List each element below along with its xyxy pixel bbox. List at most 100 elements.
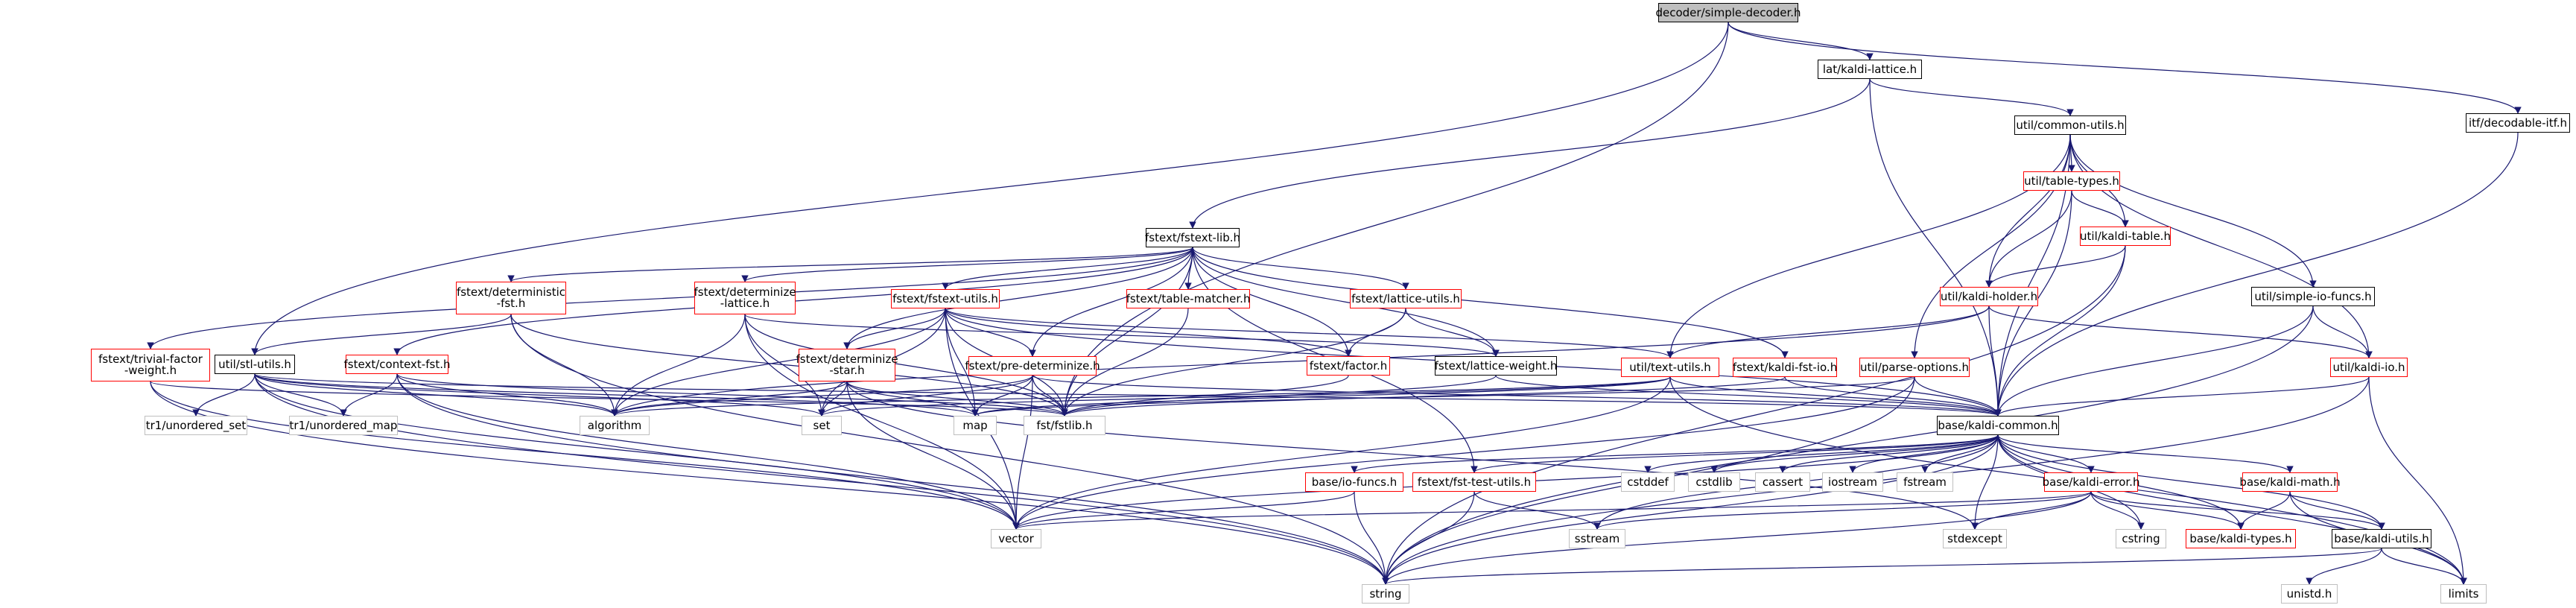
node-unistd[interactable]: unistd.h bbox=[2281, 584, 2338, 604]
node-fst-test-utils[interactable]: fstext/fst-test-utils.h bbox=[1412, 472, 1536, 492]
edge-fstext-utils-to-algorithm bbox=[611, 308, 946, 417]
node-stdexcept[interactable]: stdexcept bbox=[1943, 529, 2007, 548]
node-fstlib[interactable]: fst/fstlib.h bbox=[1024, 416, 1105, 435]
edge-determinize-star-to-map bbox=[846, 381, 979, 417]
node-string[interactable]: string bbox=[1362, 584, 1409, 604]
edge-stl-utils-to-tr1-unordered-set bbox=[192, 373, 256, 417]
node-factor[interactable]: fstext/factor.h bbox=[1307, 356, 1390, 376]
node-lattice-utils[interactable]: fstext/lattice-utils.h bbox=[1350, 289, 1462, 308]
edge-kaldi-common-to-io-funcs bbox=[1351, 434, 1999, 473]
edge-determinize-star-to-vector bbox=[846, 381, 1020, 530]
node-kaldi-utils[interactable]: base/kaldi-utils.h bbox=[2332, 529, 2431, 548]
edge-kaldi-table-to-kaldi-common bbox=[1994, 245, 2126, 417]
node-tr1-unordered-set[interactable]: tr1/unordered_set bbox=[145, 416, 247, 435]
node-parse-options[interactable]: util/parse-options.h bbox=[1859, 358, 1970, 377]
node-trivial-factor-weight[interactable]: fstext/trivial-factor -weight.h bbox=[91, 349, 210, 381]
node-cassert[interactable]: cassert bbox=[1755, 472, 1810, 492]
edge-kaldi-lattice-to-kaldi-common bbox=[1869, 78, 2002, 417]
node-tr1-unordered-map[interactable]: tr1/unordered_map bbox=[289, 416, 398, 435]
node-sstream[interactable]: sstream bbox=[1569, 529, 1625, 548]
edge-kaldi-common-to-string bbox=[1382, 434, 1999, 585]
node-text-utils[interactable]: util/text-utils.h bbox=[1621, 358, 1719, 377]
node-limits[interactable]: limits bbox=[2440, 584, 2487, 604]
edge-simple-io-funcs-to-kaldi-common bbox=[1994, 305, 2314, 417]
edge-text-utils-to-vector bbox=[1012, 376, 1671, 530]
node-set[interactable]: set bbox=[802, 416, 842, 435]
node-fstream[interactable]: fstream bbox=[1897, 472, 1953, 492]
node-deterministic-fst[interactable]: fstext/deterministic -fst.h bbox=[456, 282, 566, 314]
node-kaldi-io[interactable]: util/kaldi-io.h bbox=[2330, 358, 2408, 377]
edge-kaldi-common-to-kaldi-error bbox=[1997, 434, 2095, 473]
node-kaldi-common[interactable]: base/kaldi-common.h bbox=[1937, 416, 2059, 435]
node-fstext-lib[interactable]: fstext/fstext-lib.h bbox=[1145, 228, 1240, 247]
node-table-types[interactable]: util/table-types.h bbox=[2023, 171, 2120, 191]
edge-fstext-lib-to-determinize-star bbox=[843, 247, 1193, 349]
edge-lattice-weight-to-fstlib bbox=[1061, 375, 1497, 417]
edge-determinize-lattice-to-fstlib bbox=[744, 314, 1068, 417]
edge-kaldi-error-to-kaldi-utils bbox=[2090, 491, 2385, 530]
node-pre-determinize[interactable]: fstext/pre-determinize.h bbox=[965, 356, 1100, 376]
edge-determinize-lattice-to-vector bbox=[744, 314, 1020, 530]
edge-kaldi-utils-to-limits bbox=[2381, 548, 2467, 585]
node-cstring[interactable]: cstring bbox=[2116, 529, 2166, 548]
node-table-matcher[interactable]: fstext/table-matcher.h bbox=[1126, 289, 1250, 308]
node-vector[interactable]: vector bbox=[991, 529, 1041, 548]
edge-pre-determinize-to-map bbox=[971, 375, 1033, 417]
edge-kaldi-error-to-cstring bbox=[2090, 491, 2145, 530]
edge-fstext-lib-to-deterministic-fst bbox=[507, 247, 1193, 282]
node-kaldi-table[interactable]: util/kaldi-table.h bbox=[2080, 227, 2171, 246]
edge-common-utils-to-parse-options bbox=[1911, 134, 2071, 358]
node-context-fst[interactable]: fstext/context-fst.h bbox=[344, 355, 450, 374]
edge-kaldi-common-to-fst-test-utils bbox=[1471, 434, 1999, 473]
edge-stl-utils-to-set bbox=[254, 373, 825, 417]
node-fstext-utils[interactable]: fstext/fstext-utils.h bbox=[891, 289, 1000, 308]
node-stl-utils[interactable]: util/stl-utils.h bbox=[215, 355, 295, 374]
edge-simple-io-funcs-to-string bbox=[1382, 305, 2314, 585]
node-simple-io-funcs[interactable]: util/simple-io-funcs.h bbox=[2251, 287, 2375, 306]
edge-text-utils-to-kaldi-common bbox=[1669, 376, 2002, 417]
edge-determinize-lattice-to-lattice-weight bbox=[744, 314, 1500, 357]
edge-lattice-weight-to-kaldi-common bbox=[1495, 375, 2002, 417]
edge-simple-decoder-to-decodable-itf bbox=[1728, 22, 2522, 114]
node-kaldi-lattice[interactable]: lat/kaldi-lattice.h bbox=[1818, 60, 1922, 79]
node-cstddef[interactable]: cstddef bbox=[1621, 472, 1675, 492]
edge-common-utils-to-simple-io-funcs bbox=[2069, 134, 2317, 288]
node-map[interactable]: map bbox=[954, 416, 997, 435]
node-common-utils[interactable]: util/common-utils.h bbox=[2014, 115, 2126, 135]
edge-deterministic-fst-to-string bbox=[510, 314, 1389, 585]
edge-kaldi-error-to-kaldi-types bbox=[2090, 491, 2245, 530]
edge-pre-determinize-to-vector bbox=[1012, 375, 1033, 530]
edge-fstext-utils-to-pre-determinize bbox=[945, 308, 1036, 357]
edge-kaldi-common-to-kaldi-math bbox=[1997, 434, 2294, 473]
node-kaldi-math[interactable]: base/kaldi-math.h bbox=[2239, 472, 2341, 492]
node-lattice-weight[interactable]: fstext/lattice-weight.h bbox=[1435, 356, 1557, 376]
node-cstdlib[interactable]: cstdlib bbox=[1688, 472, 1740, 492]
node-determinize-lattice[interactable]: fstext/determinize -lattice.h bbox=[694, 282, 796, 314]
edge-determinize-lattice-to-set bbox=[744, 314, 825, 417]
node-kaldi-fst-io[interactable]: fstext/kaldi-fst-io.h bbox=[1733, 358, 1837, 377]
edge-pre-determinize-to-fstlib bbox=[1032, 375, 1068, 417]
edge-simple-decoder-to-stl-utils bbox=[251, 22, 1729, 355]
node-kaldi-types[interactable]: base/kaldi-types.h bbox=[2186, 529, 2296, 548]
edge-kaldi-math-to-kaldi-types bbox=[2237, 491, 2291, 530]
edge-determinize-star-to-fstlib bbox=[846, 381, 1068, 417]
node-determinize-star[interactable]: fstext/determinize -star.h bbox=[796, 349, 898, 381]
node-kaldi-error[interactable]: base/kaldi-error.h bbox=[2043, 472, 2139, 492]
edge-fstext-utils-to-map bbox=[945, 308, 979, 417]
node-algorithm[interactable]: algorithm bbox=[580, 416, 650, 435]
edge-kaldi-table-to-kaldi-holder bbox=[1985, 245, 2126, 288]
node-iostream[interactable]: iostream bbox=[1822, 472, 1883, 492]
node-kaldi-holder[interactable]: util/kaldi-holder.h bbox=[1940, 287, 2038, 306]
edge-stl-utils-to-algorithm bbox=[254, 373, 618, 417]
edge-fstext-lib-to-fstext-utils bbox=[942, 247, 1193, 290]
node-io-funcs[interactable]: base/io-funcs.h bbox=[1305, 472, 1403, 492]
edge-kaldi-error-to-string bbox=[1382, 491, 2092, 585]
edge-kaldi-error-to-sstream bbox=[1593, 491, 2092, 530]
edge-stl-utils-to-vector bbox=[254, 373, 1020, 530]
edge-fstext-utils-to-text-utils bbox=[945, 308, 1674, 358]
edge-trivial-factor-weight-to-string bbox=[150, 381, 1389, 585]
node-decodable-itf[interactable]: itf/decodable-itf.h bbox=[2466, 113, 2570, 133]
edge-context-fst-to-vector bbox=[396, 373, 1020, 530]
edge-determinize-star-to-stdexcept bbox=[846, 381, 1979, 530]
